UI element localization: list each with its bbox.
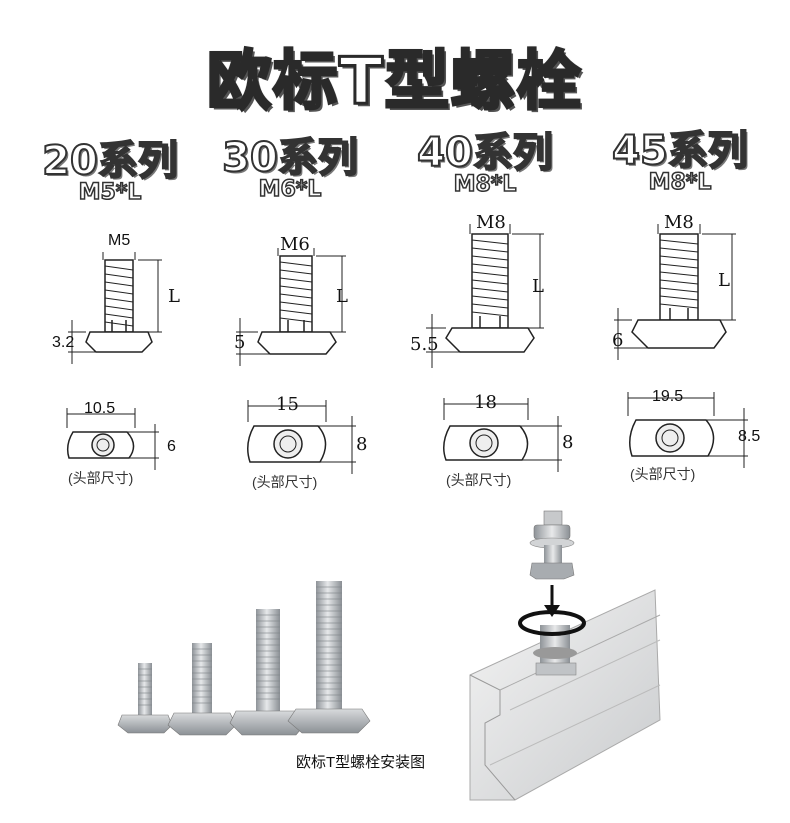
series-45-title: 45系列 bbox=[611, 127, 749, 175]
head-20-width: 10.5 bbox=[84, 400, 116, 417]
bolt-40-head-height: 5.5 bbox=[410, 334, 439, 355]
bolt-30-length-label: L bbox=[336, 286, 348, 307]
head-30-depth: 8 bbox=[356, 434, 368, 455]
bolt-40-thread-label: M8 bbox=[476, 212, 506, 233]
head-45-depth: 8.5 bbox=[738, 428, 761, 445]
bolt-20-thread-label: M5 bbox=[108, 232, 131, 249]
bolt-45-side-drawing bbox=[614, 224, 736, 360]
head-45-width: 19.5 bbox=[652, 388, 684, 405]
installation-diagram bbox=[469, 510, 661, 801]
bolt-20-length-label: L bbox=[168, 286, 180, 307]
bolt-45-head-height: 6 bbox=[612, 330, 624, 351]
bolt-30-thread-label: M6 bbox=[280, 234, 310, 255]
head-20-note: (头部尺寸) bbox=[68, 470, 134, 486]
bolt-40-length-label: L bbox=[532, 276, 544, 297]
head-45-note: (头部尺寸) bbox=[630, 466, 696, 482]
bolt-photo-xlarge bbox=[287, 581, 371, 734]
bolt-30-side-drawing bbox=[236, 248, 346, 366]
hex-nut-and-bolt bbox=[529, 510, 575, 580]
head-40-depth: 8 bbox=[562, 432, 574, 453]
head-40-top-drawing bbox=[443, 398, 562, 472]
aluminum-profile bbox=[469, 589, 661, 801]
bolt-photo bbox=[117, 581, 371, 736]
head-45-top-drawing bbox=[627, 392, 748, 468]
head-30-note: (头部尺寸) bbox=[252, 474, 318, 490]
page-title: 欧标T型螺栓 bbox=[206, 44, 583, 121]
head-40-width: 18 bbox=[474, 392, 497, 413]
series-40-title: 40系列 bbox=[416, 129, 554, 177]
series-40-thread: M8*L bbox=[453, 171, 517, 198]
bolt-30-head-height: 5 bbox=[234, 332, 246, 353]
head-20-depth: 6 bbox=[167, 438, 176, 455]
down-arrow-icon bbox=[544, 585, 560, 617]
bolt-20-head-height: 3.2 bbox=[52, 334, 75, 351]
installation-caption: 欧标T型螺栓安装图 bbox=[296, 754, 426, 771]
series-20-title: 20系列 bbox=[41, 137, 179, 185]
head-40-note: (头部尺寸) bbox=[446, 472, 512, 488]
series-30-thread: M6*L bbox=[258, 176, 322, 203]
head-20-top-drawing bbox=[66, 408, 159, 470]
head-30-top-drawing bbox=[247, 400, 356, 474]
tslot-bolt-in-profile bbox=[533, 625, 577, 676]
series-45-thread: M8*L bbox=[648, 169, 712, 196]
bolt-photo-large bbox=[229, 609, 307, 736]
bolt-45-length-label: L bbox=[718, 270, 730, 291]
bolt-40-side-drawing bbox=[426, 224, 544, 368]
bolt-20-side-drawing bbox=[68, 252, 162, 364]
bolt-photo-small bbox=[117, 663, 173, 734]
bolt-photo-medium bbox=[167, 643, 237, 736]
bolt-45-thread-label: M8 bbox=[664, 212, 694, 233]
series-20-thread: M5*L bbox=[78, 179, 142, 206]
series-30-title: 30系列 bbox=[221, 134, 359, 182]
head-30-width: 15 bbox=[276, 394, 299, 415]
